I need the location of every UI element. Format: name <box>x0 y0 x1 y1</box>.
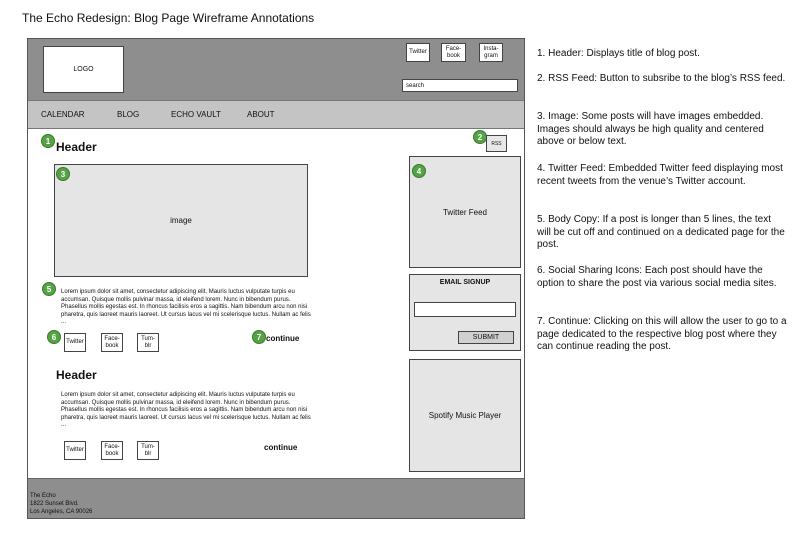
annotation-3: 3. Image: Some posts will have images em… <box>537 111 764 147</box>
badge-3: 3 <box>56 167 70 181</box>
header-facebook-button[interactable]: Face- book <box>441 43 466 62</box>
share-twitter-button[interactable]: Twitter <box>64 333 86 352</box>
rss-button[interactable]: RSS <box>486 135 507 152</box>
nav-calendar[interactable]: CALENDAR <box>41 110 85 119</box>
post-header-2: Header <box>56 368 97 382</box>
spotify-player: Spotify Music Player <box>409 359 521 472</box>
footer-address: The Echo 1822 Sunset Blvd. Los Angeles, … <box>30 492 92 516</box>
share-facebook-button[interactable]: Face- book <box>101 333 123 352</box>
nav-blog[interactable]: BLOG <box>117 110 140 119</box>
post-body: Lorem ipsum dolor sit amet, consectetur … <box>61 289 311 326</box>
badge-1: 1 <box>41 134 55 148</box>
search-input[interactable]: search <box>402 79 518 92</box>
share-tumblr-button-2[interactable]: Tum- blr <box>137 441 159 460</box>
continue-link[interactable]: continue <box>266 334 300 343</box>
footer-line-2: 1822 Sunset Blvd. <box>30 501 79 507</box>
annotation-6: 6. Social Sharing Icons: Each post shoul… <box>537 265 777 289</box>
badge-4: 4 <box>412 164 426 178</box>
header-instagram-button[interactable]: Insta- gram <box>479 43 503 62</box>
post-body-2: Lorem ipsum dolor sit amet, consectetur … <box>61 392 311 429</box>
email-input[interactable] <box>414 302 516 317</box>
nav-about[interactable]: ABOUT <box>247 110 275 119</box>
post-header: Header <box>56 140 97 154</box>
page-title: The Echo Redesign: Blog Page Wireframe A… <box>22 11 315 25</box>
badge-7: 7 <box>252 330 266 344</box>
site-footer <box>28 478 524 518</box>
post-image: image <box>54 164 308 277</box>
share-twitter-button-2[interactable]: Twitter <box>64 441 86 460</box>
footer-line-1: The Echo <box>30 493 56 499</box>
nav-echo-vault[interactable]: ECHO VAULT <box>171 110 221 119</box>
annotation-5: 5. Body Copy: If a post is longer than 5… <box>537 214 785 250</box>
badge-2: 2 <box>473 130 487 144</box>
annotation-4: 4. Twitter Feed: Embedded Twitter feed d… <box>537 163 783 187</box>
header-twitter-button[interactable]: Twitter <box>406 43 430 62</box>
badge-5: 5 <box>42 282 56 296</box>
twitter-feed: Twitter Feed <box>409 156 521 268</box>
annotation-7: 7. Continue: Clicking on this will allow… <box>537 316 787 352</box>
footer-line-3: Los Angeles, CA 90026 <box>30 509 93 515</box>
annotation-2: 2. RSS Feed: Button to subsribe to the b… <box>537 73 786 84</box>
badge-6: 6 <box>47 330 61 344</box>
email-signup-title: EMAIL SIGNUP <box>439 279 491 286</box>
annotation-1: 1. Header: Displays title of blog post. <box>537 48 700 59</box>
share-facebook-button-2[interactable]: Face- book <box>101 441 123 460</box>
share-tumblr-button[interactable]: Tum- blr <box>137 333 159 352</box>
nav-bar <box>28 100 524 129</box>
logo[interactable]: LOGO <box>43 46 124 93</box>
submit-button[interactable]: SUBMIT <box>458 331 514 344</box>
continue-link-2[interactable]: continue <box>264 443 298 452</box>
